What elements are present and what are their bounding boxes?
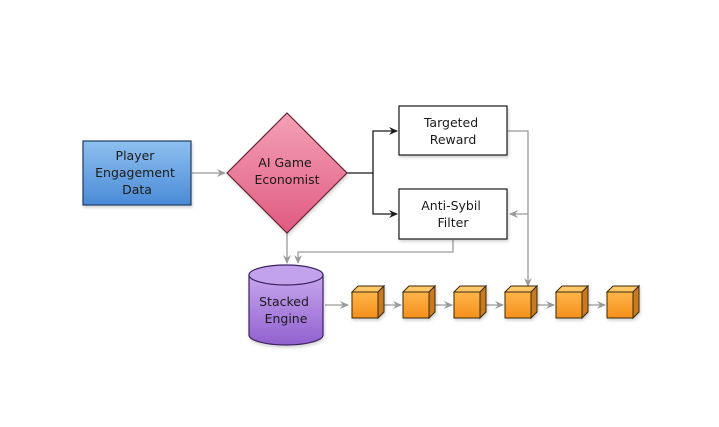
block-3[interactable] <box>452 284 488 320</box>
node-anti-sybil-filter[interactable] <box>398 188 508 240</box>
player-data-label: Player Engagement Data <box>95 148 179 197</box>
edge-anti-sybil-to-stacked-engine <box>294 240 454 264</box>
node-ai-game-economist[interactable] <box>226 112 348 234</box>
economist-label: AI Game Economist <box>254 155 319 187</box>
anti-sybil-label: Anti-Sybil Filter <box>421 198 485 230</box>
node-stacked-engine[interactable] <box>248 264 324 346</box>
targeted-reward-label: Targeted Reward <box>423 115 482 147</box>
edge-economist-to-anti-sybil <box>372 173 398 218</box>
block-5[interactable] <box>554 284 590 320</box>
edge-targeted-reward-to-anti-sybil <box>508 130 529 218</box>
block-1[interactable] <box>350 284 386 320</box>
block-6[interactable] <box>605 284 641 320</box>
block-2[interactable] <box>401 284 437 320</box>
node-targeted-reward[interactable] <box>398 105 508 156</box>
edge-economist-to-targeted-reward <box>347 127 398 174</box>
block-4[interactable] <box>503 284 539 320</box>
block-chain <box>350 284 641 320</box>
node-player-engagement-data[interactable] <box>82 140 192 206</box>
stacked-engine-label: Stacked Engine <box>259 294 313 326</box>
edges <box>192 127 606 309</box>
